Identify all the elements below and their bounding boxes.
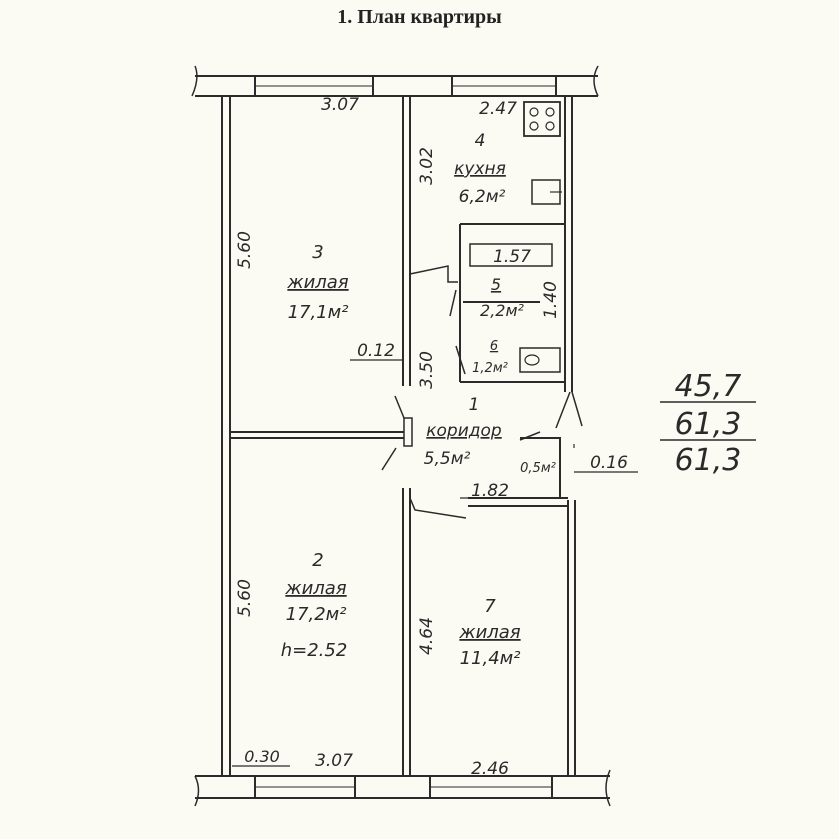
dim-kitchen-width: 2.47 (479, 99, 517, 119)
bath5-area: 2,2м² (480, 301, 525, 320)
bath5-number: 5 (491, 275, 501, 294)
total-area: 61,3 (675, 407, 742, 442)
room2-name: жилая (284, 578, 346, 599)
kitchen-number: 4 (475, 131, 486, 151)
dim-room3-length: 5.60 (235, 231, 255, 269)
corridor-area: 5,5м² (424, 449, 471, 469)
dim-closet-wall: 0.16 (590, 453, 628, 473)
room7-area: 11,4м² (460, 648, 521, 669)
corridor-name: коридор (426, 421, 502, 441)
kitchen-area: 6,2м² (459, 187, 506, 207)
room3-name: жилая (286, 272, 348, 293)
walls (191, 65, 611, 807)
room2-number: 2 (312, 550, 323, 571)
page-title: 1. План квартиры (337, 6, 502, 28)
dim-bath-width: 1.57 (493, 247, 531, 267)
total-living-area: 45,7 (675, 369, 742, 404)
dim-wall-thickness: 0.12 (357, 341, 395, 361)
dim-bath-length: 1.40 (541, 281, 561, 319)
dim-room7-length: 4.64 (417, 617, 437, 655)
room2-height: h=2.52 (281, 640, 348, 661)
closet-area: 0,5м² (520, 461, 556, 476)
dim-outer-wall: 0.30 (244, 747, 280, 766)
room2-area: 17,2м² (286, 604, 347, 625)
wc6-number: 6 (490, 339, 498, 354)
dim-top-left-width: 3.07 (321, 95, 359, 115)
kitchen-name: кухня (454, 159, 506, 179)
dimension-lines (232, 359, 638, 767)
dim-kitchen-length: 3.02 (417, 147, 437, 185)
dim-bottom-left-width: 3.07 (315, 751, 353, 771)
dim-room2-length: 5.60 (235, 579, 255, 617)
dim-corridor-length: 3.50 (417, 351, 437, 389)
room3-area: 17,1м² (288, 302, 349, 323)
room7-name: жилая (458, 622, 520, 643)
corridor-number: 1 (469, 395, 480, 415)
room7-number: 7 (484, 596, 496, 617)
room3-number: 3 (312, 242, 323, 263)
dim-corridor-width: 1.82 (471, 481, 509, 501)
general-area: 61,3 (675, 443, 742, 478)
dim-bottom-right-width: 2.46 (471, 759, 509, 779)
wc6-area: 1,2м² (472, 361, 508, 376)
